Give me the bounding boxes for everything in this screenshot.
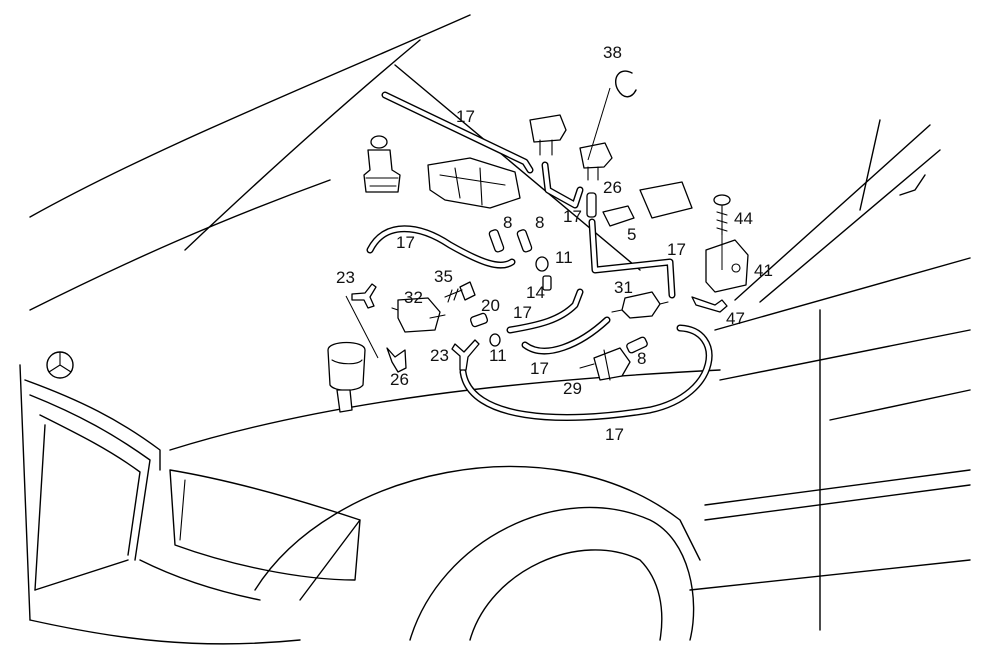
leader-lines	[345, 87, 723, 359]
grille-bottom	[34, 559, 129, 591]
callout-20: 20	[481, 296, 500, 315]
control-module	[639, 181, 693, 219]
hoses	[366, 91, 713, 422]
callout-32: 32	[404, 288, 423, 307]
wheel-arch-inner	[409, 506, 695, 641]
callout-26-bottom: 26	[390, 370, 409, 389]
screw-44-head	[713, 194, 731, 206]
tire-outline	[469, 549, 663, 641]
callout-17-top: 17	[456, 107, 475, 126]
clip-38	[614, 70, 637, 98]
headlight	[169, 469, 361, 581]
callout-17-mid: 17	[563, 207, 582, 226]
screw-44-thread	[716, 204, 728, 236]
a-pillar-front	[734, 124, 931, 301]
rocker-line	[689, 559, 971, 591]
callout-35: 35	[434, 267, 453, 286]
thermo-valve-cap	[370, 135, 388, 149]
bumper-line	[29, 619, 301, 645]
door-belt-line	[829, 389, 971, 421]
callout-8-right: 8	[535, 213, 544, 232]
hose-26-top	[586, 192, 597, 218]
hood-front-edge	[29, 179, 331, 311]
callout-8-lower: 8	[637, 349, 646, 368]
callout-14: 14	[526, 283, 545, 302]
callout-11-bottom: 11	[489, 346, 507, 365]
callout-8-left: 8	[503, 213, 512, 232]
fender-body-line	[719, 329, 971, 381]
wheel-arch-outer	[254, 465, 701, 591]
grille-top	[24, 379, 161, 471]
valve-29	[593, 347, 631, 381]
vacuum-distributor	[427, 157, 521, 209]
callout-47: 47	[726, 309, 745, 328]
fender-front-edge	[299, 519, 361, 601]
thermo-valve	[363, 149, 401, 193]
hose-8-lower	[626, 336, 648, 354]
hose-8-left	[488, 229, 505, 253]
callout-11-top: 11	[555, 248, 573, 267]
hood-crease	[184, 39, 421, 251]
valve-32	[397, 297, 441, 333]
callout-29: 29	[563, 379, 582, 398]
headlight-divider	[179, 479, 186, 541]
callout-26-top: 26	[603, 178, 622, 197]
components	[327, 70, 749, 413]
callout-17-bottom: 17	[605, 425, 624, 444]
fender-top-line	[714, 257, 971, 331]
hose-26-bottom	[386, 347, 407, 373]
a-pillar-rear	[759, 149, 941, 303]
hose-20	[469, 312, 489, 328]
connector-11-bottom	[489, 333, 501, 347]
callout-23-right: 23	[430, 346, 449, 365]
callout-31: 31	[614, 278, 633, 297]
grille-frame-inner	[39, 414, 141, 556]
hood-rear-edge	[29, 14, 471, 218]
grille-frame-outer	[29, 394, 151, 561]
callout-5: 5	[627, 225, 636, 244]
vacuum-reservoir	[327, 341, 366, 391]
grille-left	[34, 424, 46, 591]
side-molding-upper	[704, 469, 971, 506]
connector-11-top	[535, 256, 549, 272]
reservoir-outlet	[336, 389, 353, 413]
hood-center-line	[394, 64, 641, 271]
relay-5	[602, 205, 635, 227]
callout-17-lower: 17	[530, 359, 549, 378]
front-face-left	[19, 364, 31, 621]
hose-8-right	[516, 229, 533, 253]
callout-44: 44	[734, 209, 753, 228]
tee-23-right	[451, 339, 480, 371]
callout-17-right: 17	[667, 240, 686, 259]
tee-23-left	[351, 283, 377, 309]
switchover-valve-top	[529, 114, 567, 143]
hose-14	[542, 275, 552, 291]
callout-41: 41	[754, 261, 773, 280]
callout-17-left: 17	[396, 233, 415, 252]
car-body-outline	[19, 14, 971, 645]
switchover-valve-right	[579, 142, 613, 169]
tee-47	[691, 296, 728, 313]
callout-38: 38	[603, 43, 622, 62]
mirror-mount	[899, 174, 926, 196]
windshield-frame	[859, 119, 881, 211]
bumper-top	[139, 559, 261, 601]
bracket-41	[705, 239, 749, 293]
callouts: 38 17 26 17 5 8 8 17 11 17 44 41 35 23 3…	[336, 43, 773, 444]
callout-17-center: 17	[513, 303, 532, 322]
callout-23-left: 23	[336, 268, 355, 287]
screw-35-thread	[444, 288, 463, 303]
side-molding-lower	[704, 484, 971, 521]
screw-35-head	[459, 281, 476, 301]
star-emblem-points	[48, 351, 72, 373]
fender-shoulder	[169, 369, 721, 451]
